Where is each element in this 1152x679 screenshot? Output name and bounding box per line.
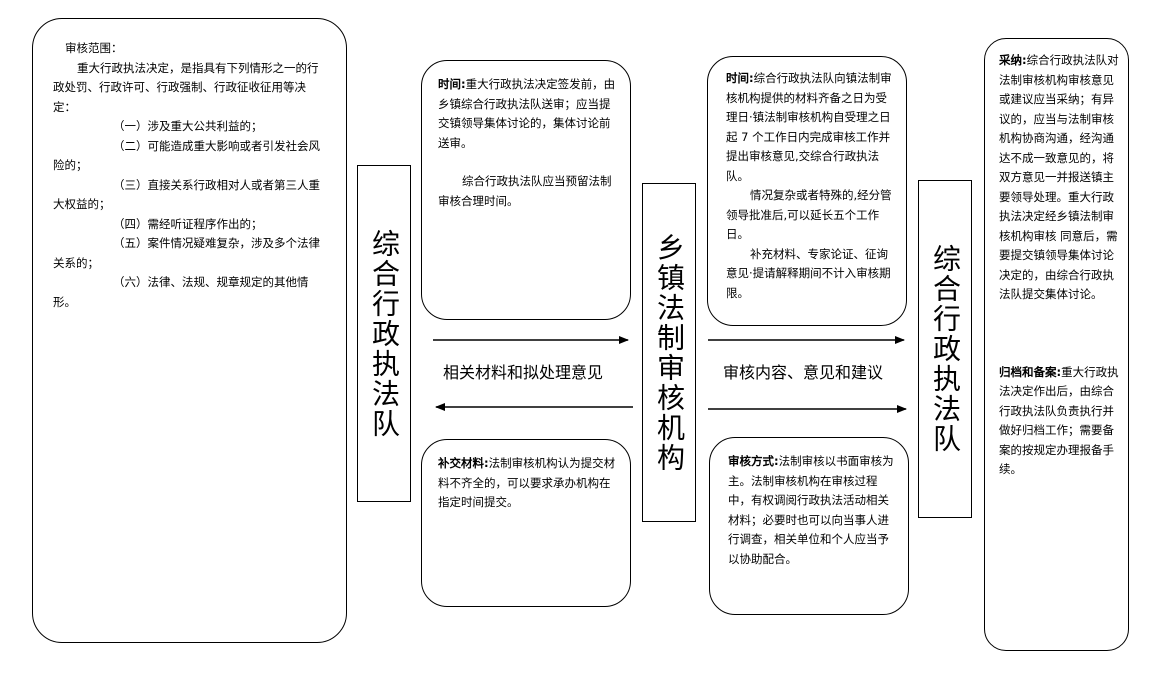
scope-title: 审核范围： bbox=[65, 41, 123, 55]
submit-time-note: 综合行政执法队应当预留法制审核合理时间。 bbox=[438, 174, 612, 208]
scope-item-3: （三）直接关系行政相对人或者第三人重大权益的； bbox=[53, 177, 320, 212]
adoption-archive-box: 采纳:综合行政执法队对法制审核机构审核意见或建议应当采纳；有异议的，应当与法制审… bbox=[984, 38, 1129, 651]
archive-text: 重大行政执法决定作出后，由综合行政执法队负责执行并做好归档工作；需要备案的按规定… bbox=[999, 364, 1119, 477]
right-enforcement-team-node: 综合行政执法队 bbox=[918, 180, 972, 518]
adoption-text: 综合行政执法队对法制审核机构审核意见或建议应当采纳；有异议的，应当与法制审核机构… bbox=[999, 53, 1119, 301]
archive-label: 归档和备案: bbox=[999, 364, 1062, 379]
review-time-label: 时间: bbox=[726, 71, 754, 85]
review-time-extend: 情况复杂或者特殊的,经分管领导批准后,可以延长五个工作日。 bbox=[726, 188, 892, 241]
materials-flow-label: 相关材料和拟处理意见 bbox=[443, 363, 604, 382]
review-result-flow-label: 审核内容、意见和建议 bbox=[723, 363, 884, 382]
scope-item-5: （五）案件情况疑难复杂，涉及多个法律关系的； bbox=[53, 236, 320, 270]
supplement-text: 法制审核机构认为提交材料不齐全的，可以要求承办机构在指定时间提交。 bbox=[438, 456, 616, 509]
review-scope-box: 审核范围： 重大行政执法决定，是指具有下列情形之一的行政处罚、行政许可、行政强制… bbox=[32, 18, 347, 643]
legal-review-agency-node: 乡镇法制审核机构 bbox=[642, 183, 696, 522]
left-enforcement-team-node: 综合行政执法队 bbox=[357, 165, 411, 502]
review-time-text: 综合行政执法队向镇法制审核机构提供的材料齐备之日为受理日·镇法制审核机构自受理之… bbox=[726, 71, 892, 183]
submit-time-label: 时间: bbox=[438, 77, 466, 91]
review-time-box: 时间:综合行政执法队向镇法制审核机构提供的材料齐备之日为受理日·镇法制审核机构自… bbox=[707, 56, 907, 326]
supplement-materials-box: 补交材料:法制审核机构认为提交材料不齐全的，可以要求承办机构在指定时间提交。 bbox=[421, 439, 631, 607]
scope-item-4: （四）需经听证程序作出的； bbox=[113, 216, 263, 231]
scope-item-6: （六）法律、法规、规章规定的其他情形。 bbox=[53, 275, 309, 309]
submit-time-text: 重大行政执法决定签发前，由乡镇综合行政执法队送审；应当提交镇领导集体讨论的，集体… bbox=[438, 77, 616, 150]
review-method-box: 审核方式:法制审核以书面审核为主。法制审核机构在审核过程中，有权调阅行政执法活动… bbox=[709, 437, 909, 615]
adoption-label: 采纳: bbox=[999, 53, 1027, 67]
scope-intro: 重大行政执法决定，是指具有下列情形之一的行政处罚、行政许可、行政强制、行政征收征… bbox=[53, 60, 319, 114]
review-method-text: 法制审核以书面审核为主。法制审核机构在审核过程中，有权调阅行政执法活动相关材料；… bbox=[728, 454, 894, 566]
supplement-label: 补交材料: bbox=[438, 456, 489, 470]
review-method-label: 审核方式: bbox=[728, 454, 779, 468]
scope-item-2: （二）可能造成重大影响或者引发社会风险的； bbox=[53, 138, 320, 173]
scope-item-1: （一）涉及重大公共利益的； bbox=[113, 119, 263, 133]
submit-time-box: 时间:重大行政执法决定签发前，由乡镇综合行政执法队送审；应当提交镇领导集体讨论的… bbox=[421, 60, 631, 320]
review-time-exclude: 补充材料、专家论证、征询意见·提请解释期间不计入审核期限。 bbox=[726, 246, 891, 300]
